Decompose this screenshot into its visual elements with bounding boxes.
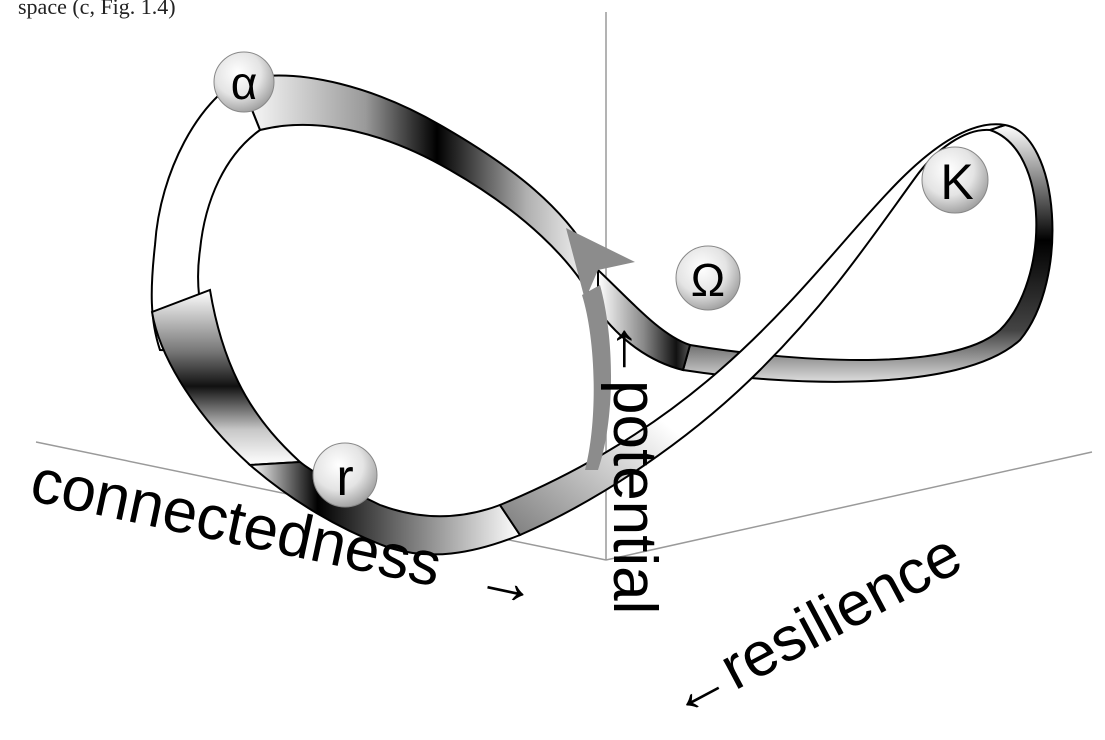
resilience-axis-line bbox=[605, 451, 1093, 561]
alpha-phase-marker: α bbox=[213, 51, 275, 113]
k-label: K bbox=[940, 154, 973, 210]
r-phase-marker: r bbox=[312, 442, 378, 508]
ribbon-segment-alpha-top bbox=[238, 74, 599, 311]
ribbon-segment-omega-return bbox=[597, 267, 692, 372]
ribbon-segment-r-k bbox=[498, 123, 1006, 537]
flow-arrow-shaft bbox=[582, 285, 612, 470]
ribbon-front-diagonal bbox=[498, 123, 1006, 537]
omega-phase-marker: Ω bbox=[675, 245, 741, 311]
potential-axis-arrow: ← bbox=[600, 318, 669, 380]
resilience-axis-label: resilience bbox=[709, 519, 973, 703]
ribbon-left-loop bbox=[150, 74, 599, 556]
k-phase-marker: K bbox=[921, 146, 989, 214]
alpha-label: α bbox=[231, 57, 258, 109]
flow-arrow-head bbox=[566, 228, 635, 300]
figure-caption-fragment: space (c, Fig. 1.4) bbox=[18, 0, 176, 19]
phase-markers: α r K Ω bbox=[213, 51, 989, 508]
ribbon-segment-k-omega bbox=[681, 123, 1054, 383]
omega-label: Ω bbox=[691, 254, 725, 306]
connectedness-axis-arrow: → bbox=[470, 541, 545, 621]
connectedness-axis-label: connectedness bbox=[25, 446, 447, 600]
potential-axis-label: potential bbox=[600, 380, 669, 614]
r-label: r bbox=[336, 449, 353, 507]
ribbon-segment-alpha-left bbox=[150, 78, 262, 354]
ribbon-segment-left-dark bbox=[150, 288, 303, 467]
ribbon-back-loop bbox=[597, 123, 1054, 383]
flow-arrow bbox=[566, 228, 635, 470]
